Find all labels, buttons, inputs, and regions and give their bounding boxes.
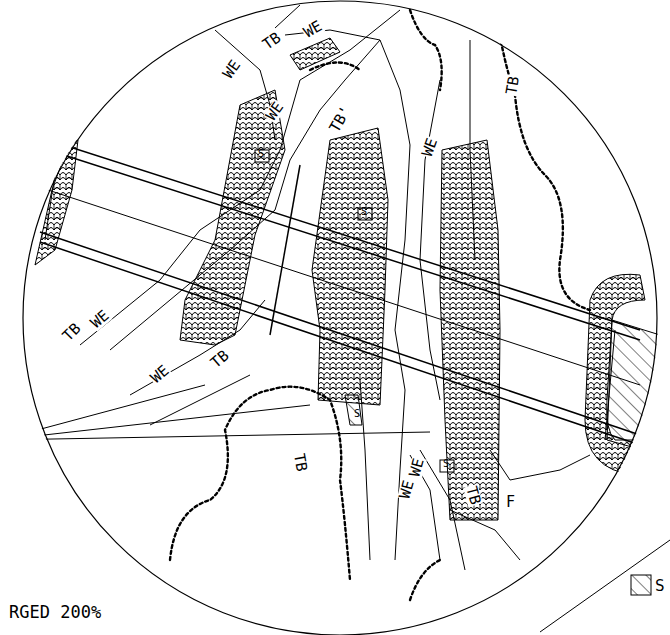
line-label: S [360,207,368,217]
line-label: WE [301,18,326,41]
line-label: WE [88,307,113,331]
line-label: TB' [327,103,355,136]
line-label: S [442,459,450,469]
line-label: TB [208,347,233,371]
legend-swatch [630,574,652,596]
line-label: S [353,409,361,419]
line-label: WE [407,456,427,479]
line-label: S [257,149,265,159]
line-label: WE [420,136,441,160]
line-label: TB [260,30,285,54]
line-label: TB [463,484,483,507]
line-label: WE [220,57,244,82]
line-label: F [505,495,516,510]
line-label: TB [291,451,309,473]
legend-text: S [655,576,665,595]
legend-entry: S [630,574,665,596]
line-label: TB [60,320,85,345]
line-label: WE [397,478,417,501]
line-label: TB [504,74,522,96]
scale-note: RGED 200% [8,603,102,621]
